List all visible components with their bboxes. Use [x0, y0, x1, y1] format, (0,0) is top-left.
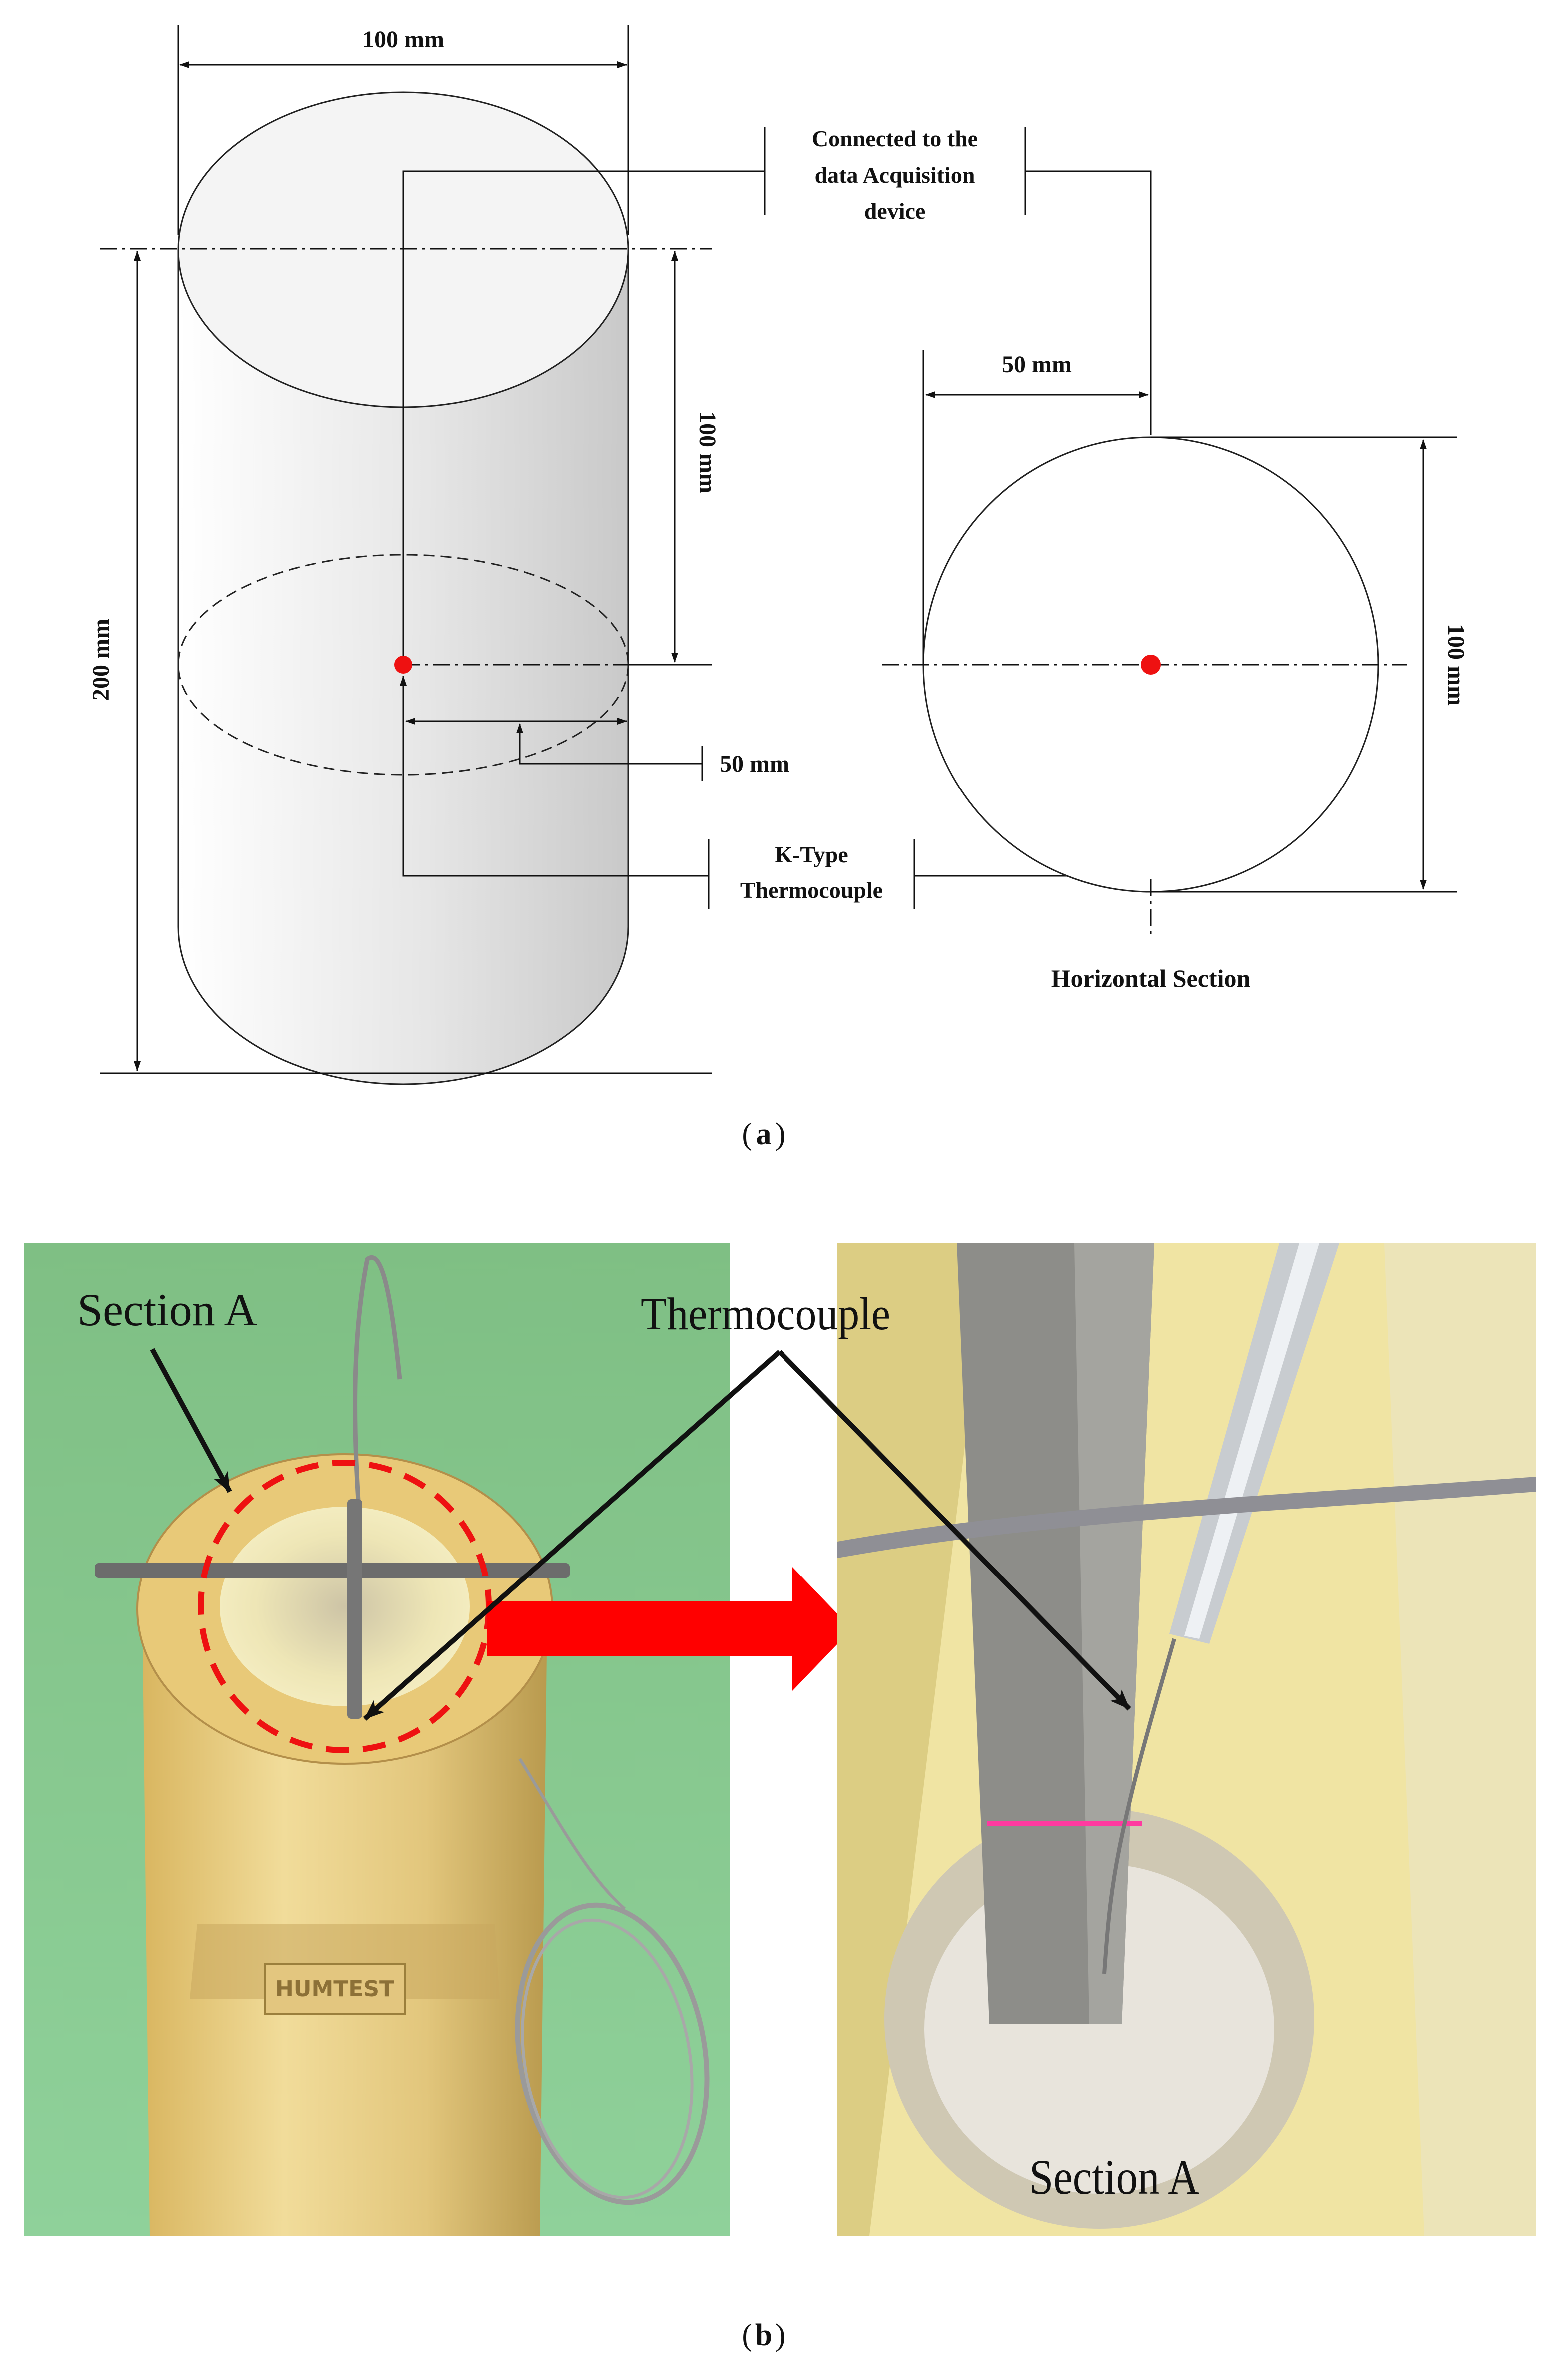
cross-rod: [837, 1477, 1536, 1558]
photo-right-section-label: Section A: [1029, 2149, 1199, 2205]
panel-a-diagram: 100 mm 200 mm 100 mm 50 mm Connected to …: [88, 25, 1469, 1085]
sensor-dot-section: [1141, 655, 1161, 675]
dim-top-width-label: 100 mm: [362, 26, 444, 53]
daq-label-line3: device: [864, 198, 926, 224]
horizontal-section-title: Horizontal Section: [1051, 964, 1251, 992]
caption-a-open: (: [742, 1117, 752, 1151]
thermocouple-arrow-left: [363, 1350, 782, 1721]
daq-wire-left: [402, 170, 765, 656]
tc-label-line2: Thermocouple: [740, 877, 883, 903]
dim-upper-half-label: 100 mm: [694, 411, 721, 493]
caption-b-letter: b: [755, 2318, 772, 2352]
dim-sec-diameter-label: 100 mm: [1443, 624, 1469, 706]
thermocouple-wire-up: [353, 1255, 402, 1525]
probe-highlight: [1184, 1243, 1319, 1639]
section-a-pointer-arrow: [150, 1348, 232, 1493]
depth-marker-line: [987, 1821, 1142, 1826]
dim-height-label: 200 mm: [88, 619, 114, 701]
photo-center-thermocouple-label: Thermocouple: [641, 1288, 890, 1339]
dim-radius-sec-label: 50 mm: [1002, 351, 1072, 378]
mould-inner-bore: [220, 1507, 470, 1706]
probe-wire: [1102, 1638, 1176, 1974]
caption-b-open: (: [742, 2318, 752, 2352]
thermocouple-arrow-right: [778, 1350, 1131, 1711]
stamp-plate: [264, 1963, 406, 2015]
sensor-dot-cylinder: [394, 656, 412, 674]
tc-leader-left: [400, 676, 709, 877]
dim-radius-cyl-leader: [516, 723, 702, 765]
dim-radius-cyl-label: 50 mm: [720, 751, 789, 777]
inner-wall-shade-left: [837, 1243, 989, 2236]
caption-a-letter: a: [756, 1117, 772, 1151]
wire-coil-1: [515, 1902, 710, 2205]
mould-body: [142, 1609, 547, 2236]
stamp-text: HUMTEST: [275, 1976, 394, 2002]
daq-label-line2: data Acquisition: [815, 162, 975, 188]
photo-left-section-label: Section A: [77, 1284, 257, 1335]
wire-coil-2: [521, 1918, 694, 2199]
tc-label-line1: K-Type: [775, 842, 848, 867]
wire-to-coil: [518, 1758, 626, 1910]
caption-b-close: ): [775, 2318, 785, 2352]
steel-ruler-highlight: [1074, 1243, 1154, 2024]
photo-right-section-view: [837, 1243, 1536, 2236]
red-connector-arrow: [487, 1567, 852, 1691]
caption-a-close: ): [775, 1117, 785, 1151]
cross-rod-vertical: [347, 1499, 362, 1719]
daq-wire-right: [1025, 170, 1152, 435]
photo-left-mould: HUMTEST: [24, 1243, 730, 2236]
cross-rod-horizontal: [95, 1563, 570, 1578]
daq-label-line1: Connected to the: [812, 126, 978, 151]
